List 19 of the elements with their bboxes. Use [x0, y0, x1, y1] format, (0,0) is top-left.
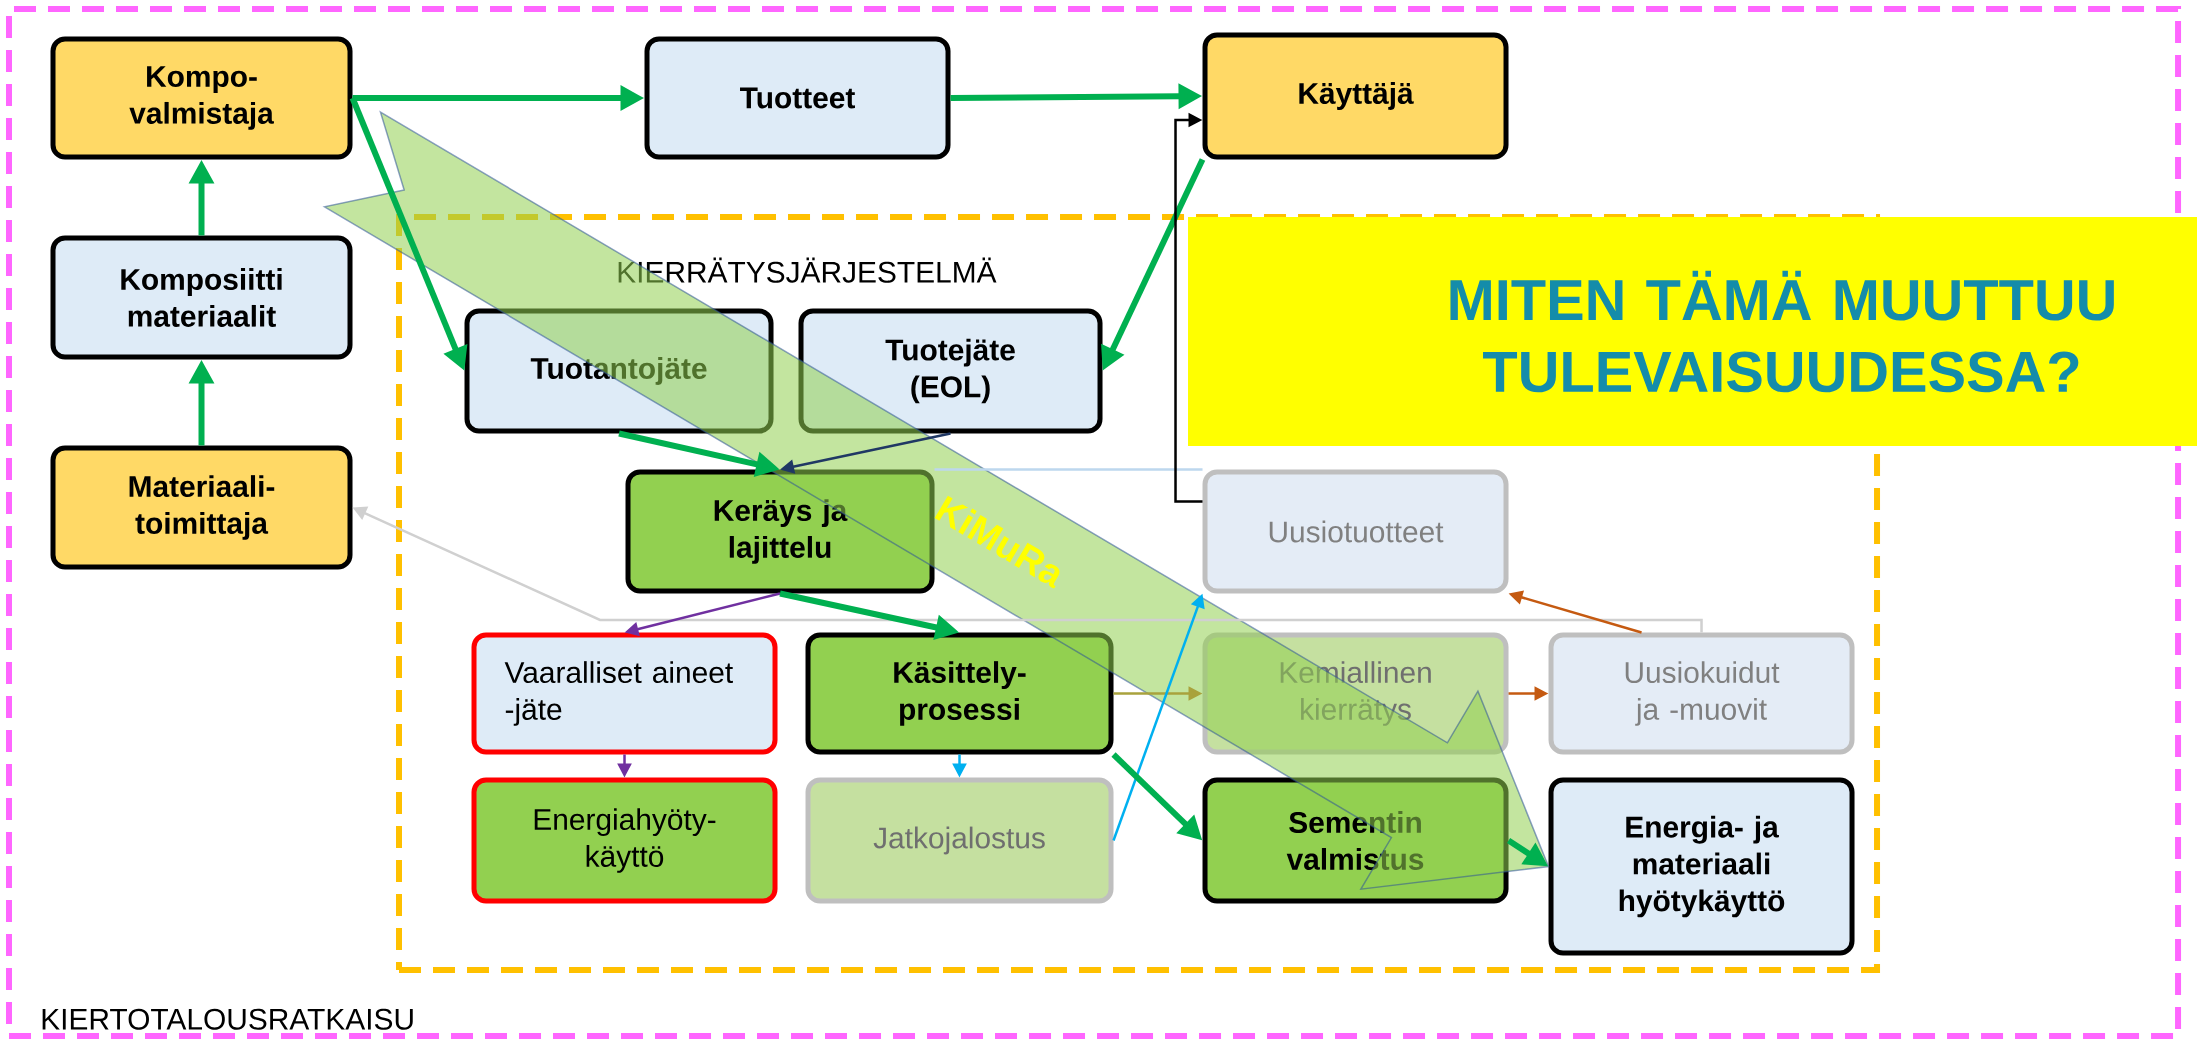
- connector-line: [934, 468, 1203, 471]
- process-box: Tuotejäte (EOL): [798, 308, 1103, 434]
- process-box: Keräys ja lajittelu: [625, 469, 935, 594]
- process-box: Tuotteet: [644, 36, 951, 160]
- process-box: Sementin valmistus: [1202, 777, 1509, 904]
- process-box: Vaaralliset aineet -jäte: [471, 632, 778, 755]
- process-box: Materiaali- toimittaja: [50, 445, 353, 570]
- process-box: Käyttäjä: [1202, 32, 1509, 160]
- process-box: Uusiokuidut ja -muovit: [1548, 632, 1855, 755]
- process-box: Komposiitti materiaalit: [50, 235, 353, 360]
- frame-label: KIERTOTALOUSRATKAISU: [42, 1008, 413, 1030]
- process-box: Energiahyöty- käyttö: [471, 777, 778, 904]
- process-box: Energia- ja materiaali hyötykäyttö: [1548, 777, 1855, 956]
- arrow: [1174, 112, 1203, 503]
- frame-label: KIERRÄTYSJÄRJESTELMÄ: [618, 257, 997, 283]
- process-box: Käsittely- prosessi: [805, 632, 1114, 755]
- process-box: Jatkojalostus: [805, 777, 1114, 904]
- process-box: Kompo- valmistaja: [50, 36, 353, 160]
- process-box: Uusiotuotteet: [1202, 469, 1509, 594]
